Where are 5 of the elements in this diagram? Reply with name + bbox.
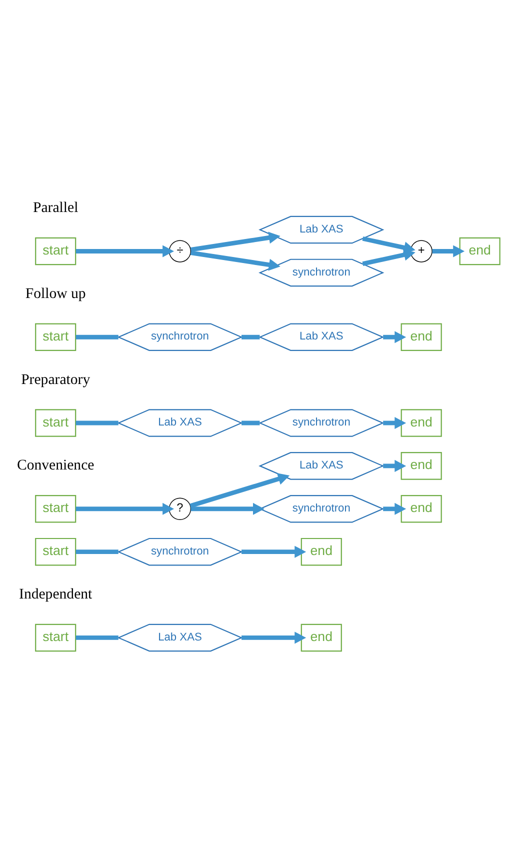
label: Preparatory — [21, 371, 90, 388]
label: Follow up — [25, 285, 86, 302]
label: Parallel — [32, 199, 78, 216]
label: Independent — [19, 586, 92, 602]
label: Convenience — [16, 457, 94, 474]
